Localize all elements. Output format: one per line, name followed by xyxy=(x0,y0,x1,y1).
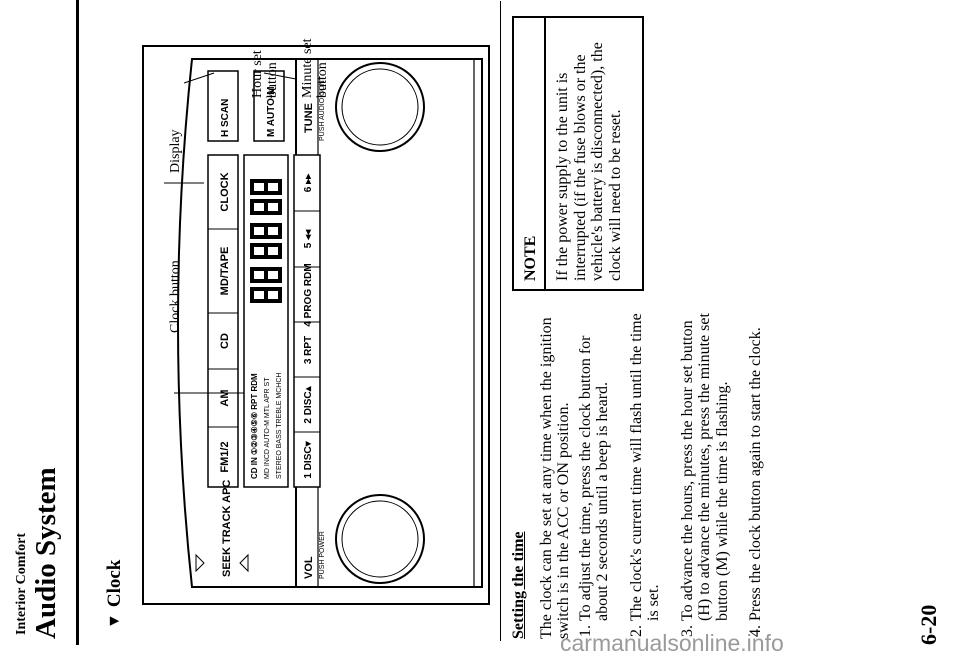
vol-label: VOL xyxy=(303,556,315,579)
display-row2: MD INCD AUTO-M MTL APR ST xyxy=(264,377,271,479)
vol-sub-label: PUSH POWER xyxy=(319,531,326,579)
instructions-column: Setting the time The clock can be set at… xyxy=(510,313,781,639)
preset-4: 4 PROG RDM xyxy=(303,263,314,326)
note-heading: NOTE xyxy=(514,18,546,289)
intro-paragraph: The clock can be set at any time when th… xyxy=(537,317,573,639)
subsection-heading: ▼ Clock xyxy=(104,560,126,629)
step-3: To advance the hours, press the hour set… xyxy=(679,313,732,621)
callout-hour-set: Hour set button xyxy=(250,50,280,98)
minute-set-button xyxy=(253,70,285,142)
auto-label: M AUTO-M xyxy=(266,86,277,137)
volume-knob xyxy=(335,494,425,584)
preset-5: 5 ◂◂ xyxy=(303,229,314,248)
md-tape-button-label: MD/TAPE xyxy=(219,247,231,296)
seek-label: SEEK TRACK APC xyxy=(221,480,233,577)
subsection-title: Clock xyxy=(104,559,125,608)
minute-callout-line xyxy=(263,72,297,80)
step-2: The clock's current time will flash unti… xyxy=(628,313,663,621)
am-button-label: AM xyxy=(219,389,231,406)
fm-button-label: FM1/2 xyxy=(219,441,231,472)
section-label: Interior Comfort xyxy=(14,533,29,635)
hour-set-button xyxy=(207,70,239,142)
body-rule xyxy=(500,1,501,641)
step-4: Press the clock button again to start th… xyxy=(747,313,765,621)
scan-label: H SCAN xyxy=(220,99,231,137)
note-text: If the power supply to the unit is inter… xyxy=(554,42,624,281)
preset-2: 2 DISC▴ xyxy=(303,385,314,423)
header-rule xyxy=(76,0,79,645)
seek-up-icon xyxy=(195,553,205,573)
display-row1: CD IN ①②③④⑤⑥ RPT RDM xyxy=(250,373,259,479)
page-title: Audio System xyxy=(30,467,62,639)
top-button-row: FM1/2 AM CD MD/TAPE CLOCK xyxy=(207,154,239,488)
hour-callout-line xyxy=(183,72,215,84)
preset-button-row: 1 DISC▾ 2 DISC▴ 3 RPT 4 PROG RDM 5 ◂◂ 6 … xyxy=(293,154,321,488)
tune-knob xyxy=(335,62,425,152)
tune-sub-label: PUSH AUDIO CONT xyxy=(319,75,326,141)
watermark: carmanualsonline.info xyxy=(560,630,784,656)
radio-illustration: FM1/2 AM CD MD/TAPE CLOCK CD IN ①②③④⑤⑥ R… xyxy=(142,45,490,605)
seek-down-icon xyxy=(239,553,249,573)
step-1: To adjust the time, press the clock butt… xyxy=(577,313,612,621)
preset-1: 1 DISC▾ xyxy=(303,440,314,478)
preset-3: 3 RPT xyxy=(303,336,314,364)
display-row3: STEREO BASS TREBLE MCHCH xyxy=(276,373,283,479)
steps-list: To adjust the time, press the clock butt… xyxy=(577,313,765,639)
tune-label: TUNE xyxy=(303,103,315,133)
callout-display: Display xyxy=(168,129,183,173)
radio-diagram: FM1/2 AM CD MD/TAPE CLOCK CD IN ①②③④⑤⑥ R… xyxy=(164,58,483,588)
cd-button-label: CD xyxy=(219,333,231,349)
setting-time-heading: Setting the time xyxy=(510,531,527,639)
preset-6: 6 ▸▸ xyxy=(303,173,314,192)
triangle-marker-icon: ▼ xyxy=(106,613,123,629)
callout-clock-button: Clock button xyxy=(168,260,183,333)
clock-button-label: CLOCK xyxy=(219,172,231,211)
note-box: NOTE If the power supply to the unit is … xyxy=(512,16,644,291)
callout-minute-set: Minute set button xyxy=(300,38,330,99)
